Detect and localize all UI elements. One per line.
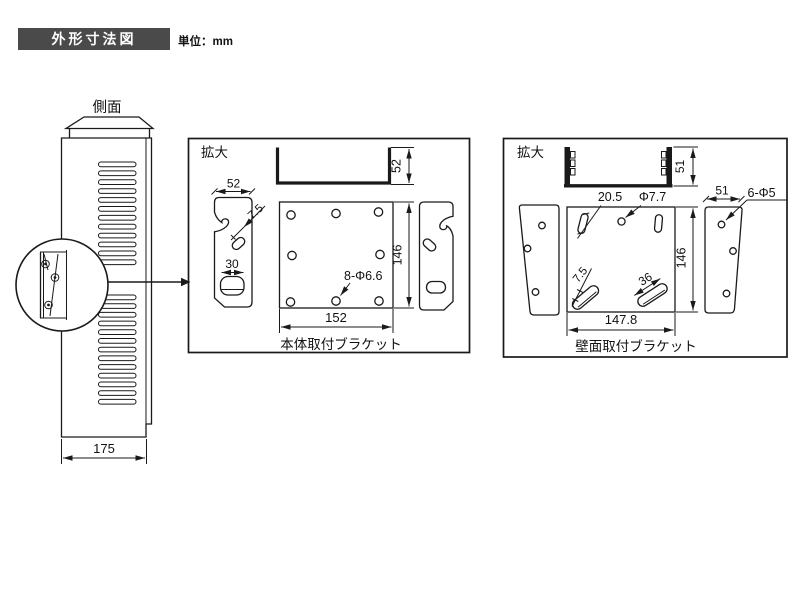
dim-wall-side-holes: 6-Φ5 xyxy=(725,186,787,221)
dim-main-hook-slot: 7.5 xyxy=(230,202,266,241)
dim-main-plate-height-value: 146 xyxy=(391,245,405,266)
main-mounting-plate xyxy=(278,201,394,309)
magnifier-detail xyxy=(39,250,67,320)
screw-icon xyxy=(44,300,53,310)
dim-main-hook-slot-value: 7.5 xyxy=(246,202,266,222)
dim-wall-plate-height-value: 146 xyxy=(675,248,689,269)
dim-wall-plate-width-value: 147.8 xyxy=(605,312,638,327)
dim-wall-plate-height: 146 xyxy=(675,206,698,313)
dim-wall-lower-left-slot-value: 7.5 xyxy=(571,265,590,285)
dim-wall-upper-slot: 20.5 xyxy=(577,190,622,239)
dim-main-plate-width-value: 152 xyxy=(325,310,347,325)
dim-main-side-width: 52 xyxy=(211,177,256,195)
wall-right-profile xyxy=(704,206,743,314)
dim-main-channel-depth-value: 52 xyxy=(390,159,404,173)
dim-device-width-value: 175 xyxy=(93,441,115,456)
screw-icon xyxy=(41,259,50,269)
dim-wall-channel-depth-value: 51 xyxy=(673,160,687,174)
main-plate-holes xyxy=(285,207,385,307)
wall-bracket-zoom-label: 拡大 xyxy=(517,145,544,160)
main-left-lower-slot xyxy=(219,275,245,296)
dim-wall-center-hole: Φ7.7 xyxy=(625,190,666,218)
main-bracket-caption: 本体取付ブラケット xyxy=(280,336,402,352)
main-bracket-zoom-label: 拡大 xyxy=(201,145,228,160)
dim-wall-lower-right-slot-value: 36 xyxy=(636,269,655,288)
wall-channel-top-view xyxy=(564,147,673,188)
wall-plate-lower-right-slot xyxy=(634,278,668,307)
main-right-profile xyxy=(418,201,454,311)
main-left-profile-slot xyxy=(231,236,246,251)
main-left-profile xyxy=(213,196,253,308)
vent-slats-upper xyxy=(98,161,137,266)
dim-main-plate-width: 152 xyxy=(279,309,394,333)
dim-wall-side-holes-value: 6-Φ5 xyxy=(748,186,776,200)
main-bracket-panel: 拡大 52 52 xyxy=(187,137,471,354)
device-cap xyxy=(63,116,155,130)
dim-main-lower-slot-value: 30 xyxy=(225,257,239,271)
main-right-lower-slot xyxy=(425,280,447,294)
page-title: 外形寸法図 xyxy=(51,31,137,47)
vent-slats-lower xyxy=(98,294,137,405)
dim-wall-upper-slot-value: 20.5 xyxy=(598,190,622,204)
main-right-profile-slot xyxy=(422,238,437,252)
wall-plate-center-hole xyxy=(617,217,626,226)
wall-left-profile-holes xyxy=(523,221,546,296)
dim-main-plate-height: 146 xyxy=(391,201,414,309)
side-view-label: 側面 xyxy=(93,99,122,116)
dim-wall-side-width-value: 51 xyxy=(715,184,729,198)
wall-left-profile xyxy=(518,204,560,316)
wall-bracket-frame xyxy=(502,137,788,358)
magnifier-circle xyxy=(15,238,109,332)
dim-device-width: 175 xyxy=(61,439,147,464)
wall-plate-upper-right-slot xyxy=(653,214,664,233)
dim-wall-channel-depth: 51 xyxy=(673,146,698,187)
wall-plate-lower-left-slot xyxy=(571,285,600,310)
screw-icon xyxy=(50,273,60,282)
wall-right-profile-holes xyxy=(717,220,737,298)
dim-main-side-width-value: 52 xyxy=(227,177,241,191)
dim-wall-center-hole-value: Φ7.7 xyxy=(639,190,666,204)
callout-arrow xyxy=(108,277,191,287)
side-view: 側面 xyxy=(15,99,191,464)
wall-bracket-panel: 拡大 51 xyxy=(502,137,788,358)
dim-wall-side-width: 51 xyxy=(702,184,745,203)
main-channel-top-view xyxy=(275,147,392,185)
dim-main-lower-slot: 30 xyxy=(221,257,244,276)
main-bracket-frame xyxy=(187,137,471,354)
dim-wall-lower-left-slot: 7.5 xyxy=(571,265,592,307)
dim-main-channel-depth: 52 xyxy=(390,147,414,185)
wall-mounting-plate xyxy=(566,206,676,313)
main-plate-hole-spec-value: 8-Φ6.6 xyxy=(344,269,383,283)
main-plate-hole-spec: 8-Φ6.6 xyxy=(340,269,383,296)
unit-label: 単位：mm xyxy=(178,36,233,48)
page-title-box: 外形寸法図 xyxy=(18,28,170,50)
dim-wall-plate-width: 147.8 xyxy=(566,312,676,336)
wall-bracket-caption: 壁面取付ブラケット xyxy=(575,338,697,354)
